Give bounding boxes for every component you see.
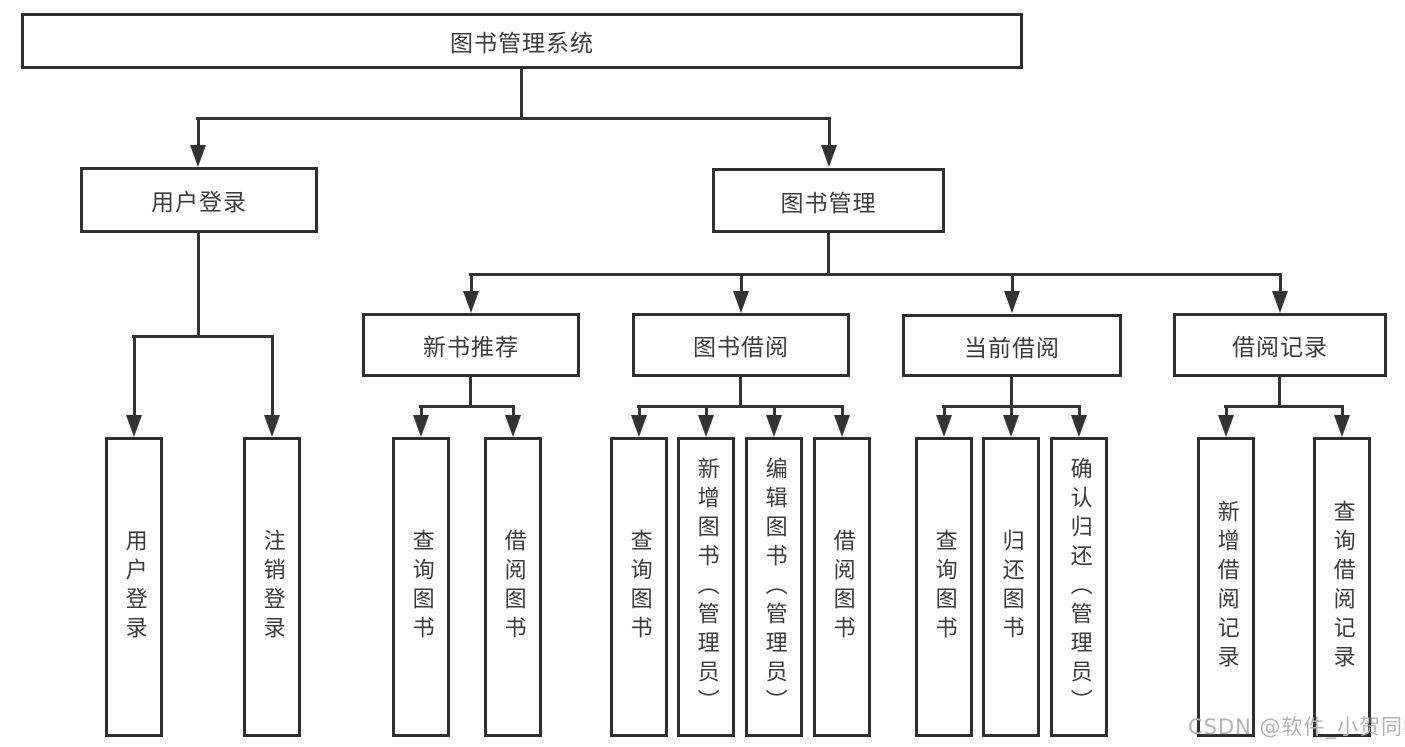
node-label: 归还图书: [998, 529, 1024, 645]
node-label: 当前借阅: [964, 335, 1060, 362]
node-label: 查询借阅记录: [1329, 500, 1355, 674]
arrow-down-icon: [463, 291, 479, 313]
arrow-down-icon: [821, 145, 837, 167]
arrow-down-icon: [766, 415, 782, 437]
arrow-stem: [1010, 405, 1013, 417]
node-label: 图书管理系统: [450, 31, 594, 57]
arrow-stem: [1279, 273, 1282, 293]
leaf-logout: 注销登录: [243, 437, 301, 737]
arrow-down-icon: [126, 415, 142, 437]
node-label: 用户登录: [151, 190, 247, 216]
connector-line-horizontal: [469, 273, 1282, 276]
arrow-stem: [773, 405, 776, 417]
arrow-stem: [638, 405, 641, 417]
arrow-down-icon: [1334, 415, 1350, 437]
connector-line-vertical: [827, 232, 830, 276]
leaf-query-book-2: 查询图书: [610, 437, 668, 737]
node-library-system: 图书管理系统: [21, 13, 1023, 69]
arrow-down-icon: [190, 145, 206, 167]
arrow-down-icon: [264, 415, 280, 437]
node-label: 新增图书（管理员）: [693, 456, 719, 718]
leaf-user-login: 用户登录: [105, 437, 163, 737]
node-new-book-recommend: 新书推荐: [362, 313, 580, 377]
leaf-add-book-admin: 新增图书（管理员）: [677, 437, 735, 737]
arrow-down-icon: [936, 415, 952, 437]
node-borrow-records: 借阅记录: [1173, 313, 1387, 377]
csdn-watermark: CSDN @软件_小贺同学: [1188, 715, 1405, 739]
node-label: 新书推荐: [423, 335, 519, 361]
arrow-stem: [705, 405, 708, 417]
node-label: 查询图书: [626, 529, 652, 645]
arrow-down-icon: [1272, 291, 1288, 313]
arrow-stem: [271, 335, 274, 417]
arrow-down-icon: [733, 291, 749, 313]
arrow-stem: [1225, 405, 1228, 417]
connector-line-horizontal: [637, 405, 844, 408]
connector-line-horizontal: [419, 405, 515, 408]
node-label: 确认归还（管理员）: [1066, 456, 1092, 718]
connector-line-vertical: [469, 376, 472, 408]
connector-line-vertical: [520, 67, 523, 119]
node-book-borrowing: 图书借阅: [632, 313, 850, 377]
arrow-stem: [420, 405, 423, 417]
arrow-stem: [1341, 405, 1344, 417]
arrow-stem: [197, 117, 200, 147]
leaf-query-book-3: 查询图书: [915, 437, 973, 737]
arrow-down-icon: [834, 415, 850, 437]
arrow-stem: [470, 273, 473, 293]
arrow-stem: [1011, 273, 1014, 293]
node-book-management: 图书管理: [712, 168, 945, 233]
node-label: 查询图书: [931, 529, 957, 645]
connector-line-horizontal: [196, 117, 831, 120]
connector-line-horizontal: [132, 335, 274, 338]
arrow-down-icon: [1071, 415, 1087, 437]
node-label: 图书管理: [780, 190, 877, 217]
node-label: 用户登录: [121, 529, 147, 645]
arrow-stem: [512, 405, 515, 417]
node-label: 注销登录: [259, 529, 285, 645]
node-label: 借阅记录: [1232, 335, 1328, 361]
arrow-stem: [828, 117, 831, 147]
arrow-stem: [943, 405, 946, 417]
connector-line-horizontal: [1224, 405, 1344, 408]
node-current-borrowing: 当前借阅: [902, 314, 1122, 377]
arrow-stem: [1078, 405, 1081, 417]
leaf-query-book-1: 查询图书: [392, 437, 450, 737]
arrow-down-icon: [1004, 291, 1020, 313]
leaf-add-borrow-record: 新增借阅记录: [1197, 437, 1255, 737]
node-label: 借阅图书: [500, 529, 526, 645]
leaf-borrow-book-1: 借阅图书: [484, 437, 542, 737]
leaf-query-borrow-record: 查询借阅记录: [1313, 437, 1371, 737]
arrow-down-icon: [698, 415, 714, 437]
arrow-down-icon: [631, 415, 647, 437]
arrow-stem: [841, 405, 844, 417]
leaf-edit-book-admin: 编辑图书（管理员）: [745, 437, 803, 737]
arrow-down-icon: [1218, 415, 1234, 437]
node-label: 新增借阅记录: [1213, 500, 1239, 674]
arrow-down-icon: [413, 415, 429, 437]
node-label: 查询图书: [408, 529, 434, 645]
connector-line-vertical: [1010, 375, 1013, 408]
connector-line-vertical: [197, 232, 200, 338]
node-label: 编辑图书（管理员）: [761, 456, 787, 718]
leaf-return-book: 归还图书: [982, 437, 1040, 737]
node-label: 图书借阅: [693, 335, 789, 361]
arrow-down-icon: [1003, 415, 1019, 437]
node-user-login: 用户登录: [80, 167, 318, 233]
connector-line-vertical: [1278, 376, 1281, 408]
leaf-confirm-return-admin: 确认归还（管理员）: [1050, 437, 1108, 737]
connector-line-vertical: [739, 376, 742, 408]
arrow-stem: [740, 273, 743, 293]
arrow-stem: [133, 335, 136, 417]
arrow-down-icon: [505, 415, 521, 437]
node-label: 借阅图书: [829, 529, 855, 645]
leaf-borrow-book-2: 借阅图书: [813, 437, 871, 737]
